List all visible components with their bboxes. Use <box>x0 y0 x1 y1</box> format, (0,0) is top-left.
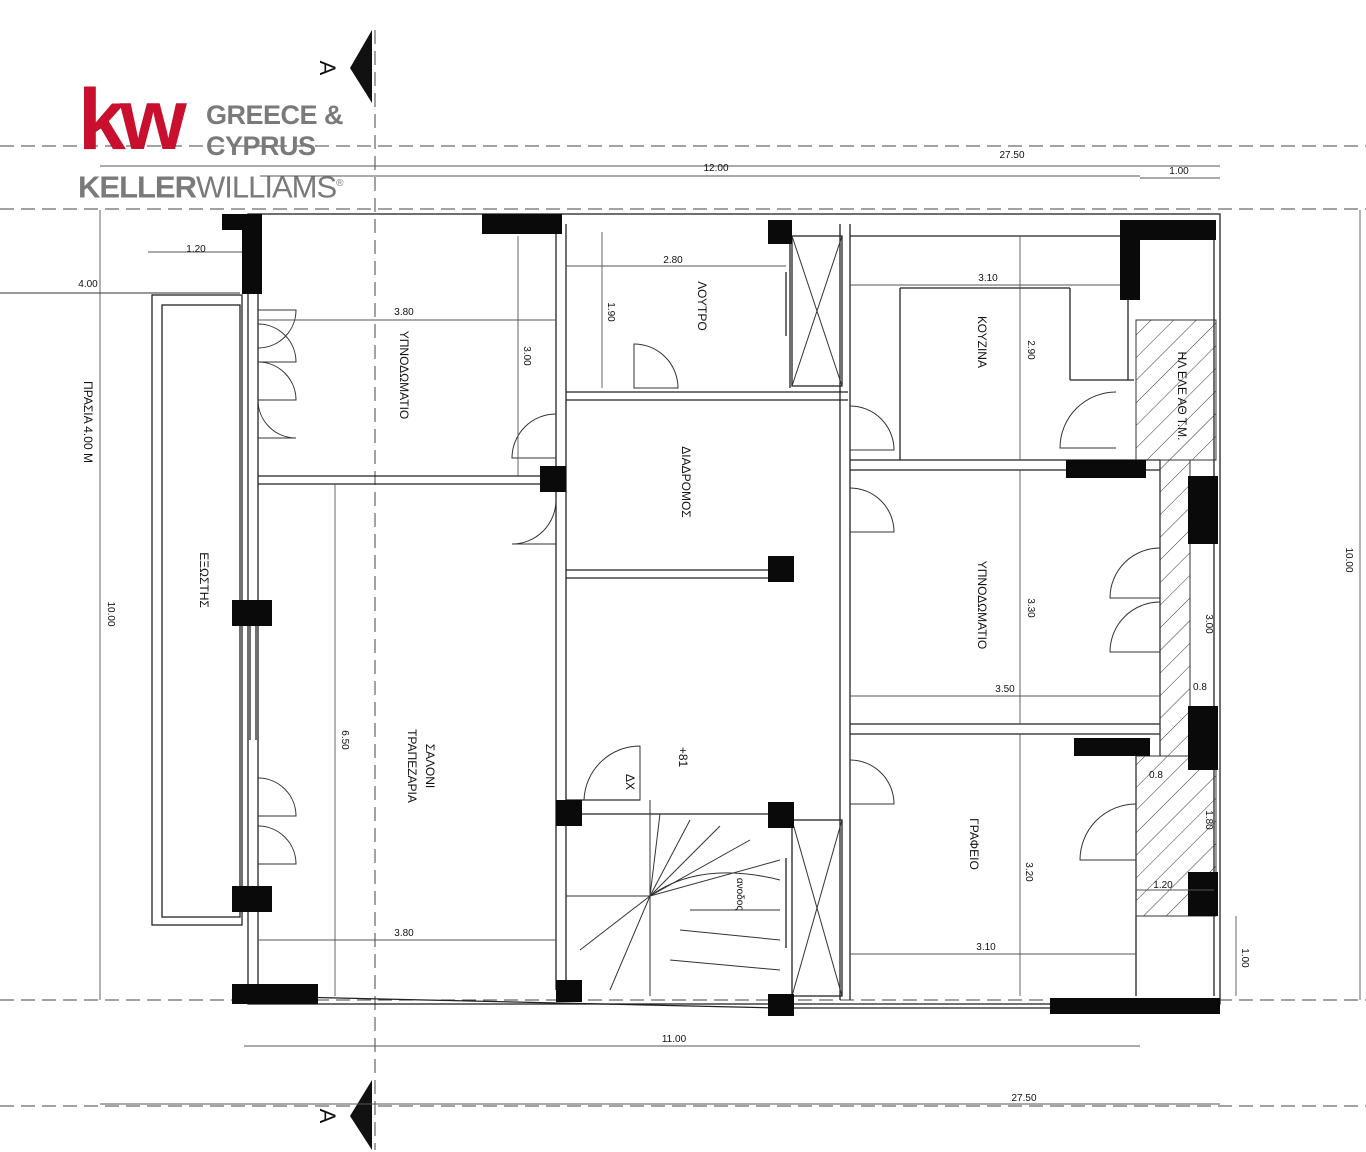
label-office: ΓΡΑΦΕΙΟ <box>967 818 981 870</box>
dim-kitchen-depth: 2.90 <box>1025 340 1036 360</box>
label-frontage: ΠΡΑΣΙΑ 4.00 Μ <box>81 381 95 463</box>
dim-office-small: 0.8 <box>1149 770 1163 781</box>
dim-bedroom-w-depth: 3.00 <box>521 346 532 366</box>
dim-building-top: 12.00 <box>703 163 728 174</box>
dim-living-width: 3.80 <box>394 928 414 939</box>
dim-bedroom-w-width: 3.80 <box>394 307 414 318</box>
brand-name: KELLERWILLIAMS® <box>78 168 344 205</box>
keller-williams-logo: kw GREECE & CYPRUS KELLERWILLIAMS® <box>78 72 348 205</box>
dim-office-offset: 1.20 <box>1153 880 1173 891</box>
label-balcony: ΕΞΩΣΤΗΣ <box>197 552 211 608</box>
label-stair: ανοδος <box>734 878 745 910</box>
dim-office-strip: 1.80 <box>1203 810 1214 830</box>
dim-bath-width: 2.80 <box>663 255 683 266</box>
dim-kitchen-width: 3.10 <box>978 273 998 284</box>
dim-offset-right-bottom: 1.00 <box>1239 948 1250 968</box>
balcony <box>151 294 243 926</box>
pillars <box>222 214 1220 1016</box>
section-mark-top: Α <box>315 30 372 103</box>
windows <box>249 272 1129 948</box>
dim-offset-right-top: 1.00 <box>1169 166 1189 177</box>
label-living-line1: ΣΑΛΟΝΙ <box>423 744 437 789</box>
dim-plot-depth-left: 10.00 <box>105 601 116 626</box>
label-bathroom: ΛΟΥΤΡΟ <box>695 281 709 330</box>
dim-bedroom-e-width: 3.50 <box>995 684 1015 695</box>
label-light-shaft: ΗΛ ΕΛΕ ΑΘ Τ.Μ. <box>1175 352 1189 441</box>
label-bedroom-east: ΥΠΝΟΔΩΜΑΤΙΟ <box>975 561 989 650</box>
section-mark-bottom: Α <box>315 1080 372 1150</box>
dim-bath-depth: 1.90 <box>605 302 616 322</box>
dim-shaft-small: 0.8 <box>1193 682 1207 693</box>
dim-plot-width-top: 27.50 <box>999 150 1024 161</box>
label-living-line2: ΤΡΑΠΕΖΑΡΙΑ <box>405 729 419 803</box>
brand-light: WILLIAMS <box>196 169 337 205</box>
dim-living-depth: 6.50 <box>339 730 350 750</box>
dim-office-width: 3.10 <box>976 942 996 953</box>
registered-mark: ® <box>336 178 343 189</box>
shaft-boxes <box>791 235 843 997</box>
label-kitchen: ΚΟΥΖΙΝΑ <box>975 316 989 368</box>
section-label-bottom: Α <box>315 1109 340 1124</box>
brand-bold: KELLER <box>78 169 197 205</box>
dim-building-bottom: 11.00 <box>662 1034 687 1045</box>
label-corridor: ΔΙΑΔΡΟΜΟΣ <box>679 446 693 517</box>
dimension-labels: 27.50 12.00 1.00 1.20 4.00 2.80 1.90 3.1… <box>78 150 1354 1104</box>
dim-plot-width-bottom: 27.50 <box>1011 1093 1036 1104</box>
dim-office-depth: 3.20 <box>1023 862 1034 882</box>
label-stair-up: +81 <box>676 747 690 768</box>
doors <box>257 309 1161 865</box>
dim-shaft-depth: 3.00 <box>1203 614 1214 634</box>
dim-bedroom-e-depth: 3.30 <box>1025 598 1036 618</box>
outer-walls <box>247 213 1221 1005</box>
section-label-top: Α <box>315 61 340 76</box>
kw-mark: kw <box>78 72 187 168</box>
room-labels: ΥΠΝΟΔΩΜΑΤΙΟ ΛΟΥΤΡΟ ΚΟΥΖΙΝΑ ΔΙΑΔΡΟΜΟΣ ΥΠΝ… <box>81 281 1189 910</box>
region-line1: GREECE & <box>206 100 344 130</box>
label-bedroom-west: ΥΠΝΟΔΩΜΑΤΙΟ <box>397 331 411 420</box>
dim-balcony-offset: 1.20 <box>186 244 206 255</box>
dim-setback-left: 4.00 <box>78 279 98 290</box>
region-line2: CYPRUS <box>206 131 316 161</box>
label-stair-note: ΔΧ <box>623 774 637 790</box>
dimension-lines <box>99 165 1361 1105</box>
staircase <box>566 800 781 996</box>
dim-plot-depth-right: 10.00 <box>1343 547 1354 572</box>
